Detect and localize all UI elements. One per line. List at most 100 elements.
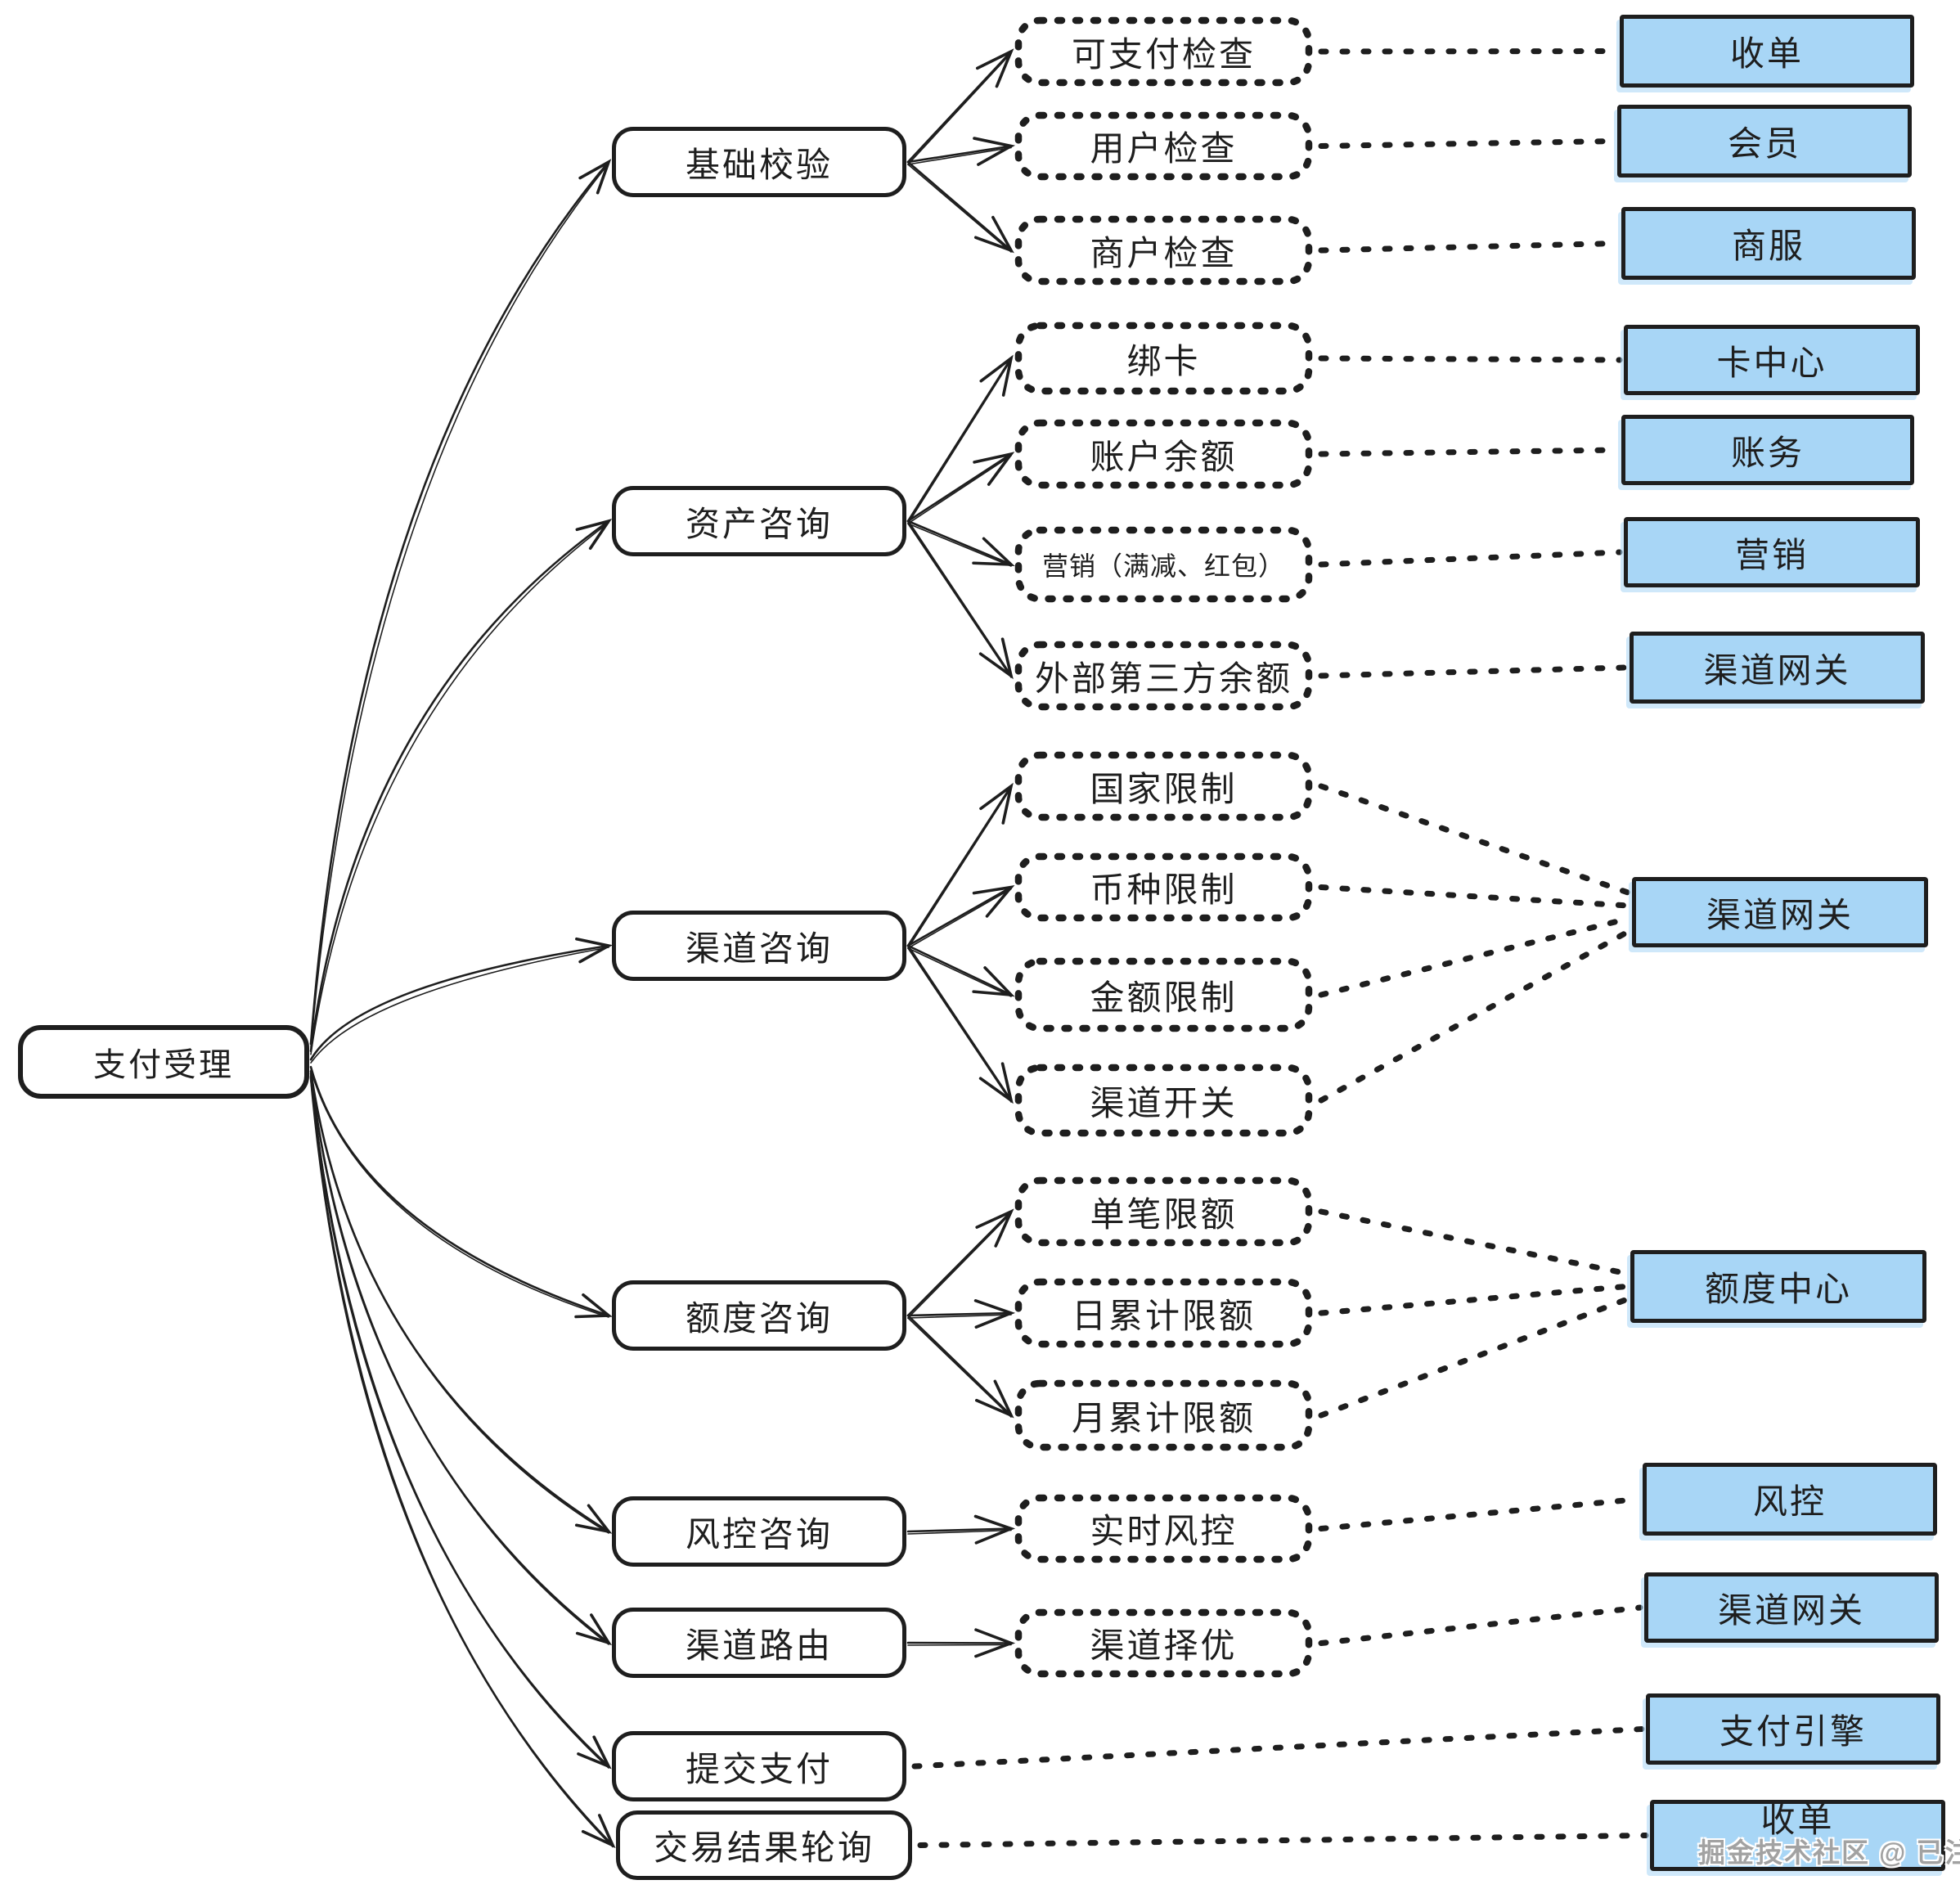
edge-daily-limit-to-quota-center [1318, 1284, 1630, 1316]
node-channel-routing: 渠道路由 [612, 1608, 906, 1678]
edge-channel-inquiry-to-country-limit [906, 785, 1013, 949]
node-label: 渠道择优 [1090, 1626, 1238, 1665]
node-basic-validation: 基础校验 [612, 127, 906, 197]
node-label: 金额限制 [1090, 978, 1238, 1017]
node-external-balance: 外部第三方余额 [1014, 641, 1313, 711]
node-card-center: 卡中心 [1624, 325, 1920, 395]
node-label: 基础校验 [685, 145, 833, 184]
edge-currency-limit-to-channel-gateway-2 [1318, 884, 1631, 909]
edge-channel-inquiry-to-currency-limit [906, 886, 1013, 949]
edge-payment-acceptance-to-asset-inquiry [309, 519, 610, 1055]
node-label: 支付引擎 [1719, 1712, 1867, 1751]
node-acquiring-1: 收单 [1620, 15, 1914, 88]
check-box-border-single-limit [1014, 1176, 1313, 1247]
node-accounting: 账务 [1621, 415, 1914, 485]
edge-channel-inquiry-to-channel-switch [906, 944, 1013, 1103]
node-label: 收单 [1729, 34, 1804, 73]
check-box-border-payable-check [1014, 16, 1313, 87]
node-label: 用户检查 [1090, 129, 1238, 168]
node-label: 渠道网关 [1717, 1590, 1865, 1630]
check-box-border-country-limit [1014, 751, 1313, 821]
edge-asset-inquiry-to-account-balance [906, 452, 1013, 524]
node-merchant-check: 商户检查 [1014, 215, 1313, 286]
node-user-check: 用户检查 [1014, 111, 1313, 181]
edge-channel-inquiry-to-amount-limit [906, 944, 1013, 997]
edge-payment-acceptance-to-submit-payment [309, 1074, 610, 1769]
node-daily-limit: 日累计限额 [1014, 1278, 1313, 1348]
node-label: 实时风控 [1090, 1512, 1238, 1550]
node-submit-payment: 提交支付 [612, 1731, 906, 1801]
node-label: 营销 [1734, 535, 1809, 574]
check-box-border-external-balance [1014, 641, 1313, 711]
edge-quota-inquiry-to-monthly-limit [906, 1314, 1013, 1418]
node-channel-select: 渠道择优 [1014, 1608, 1313, 1678]
node-acquiring-2: 收单 [1650, 1800, 1945, 1871]
edge-basic-validation-to-payable-check [906, 50, 1013, 165]
node-marketing-check: 营销（满减、红包） [1014, 526, 1313, 603]
node-label: 卡中心 [1716, 343, 1827, 382]
node-label: 国家限制 [1090, 769, 1238, 808]
edge-payment-acceptance-to-channel-inquiry [309, 944, 610, 1064]
check-box-border-marketing-check [1014, 526, 1313, 603]
edge-submit-payment-to-payment-engine [911, 1726, 1645, 1770]
check-box-border-channel-select [1014, 1608, 1313, 1678]
node-result-polling: 交易结果轮询 [616, 1810, 912, 1880]
node-marketing-service: 营销 [1624, 517, 1920, 587]
node-label: 交易结果轮询 [653, 1828, 874, 1867]
node-label: 外部第三方余额 [1034, 659, 1292, 698]
node-currency-limit: 币种限制 [1014, 852, 1313, 922]
edge-asset-inquiry-to-bind-card [906, 357, 1013, 524]
node-label: 商服 [1731, 227, 1805, 265]
edge-external-balance-to-channel-gateway-1 [1318, 664, 1629, 679]
edge-merchant-check-to-merchant-service [1318, 241, 1621, 254]
node-label: 商户检查 [1090, 233, 1238, 272]
watermark: 掘金技术社区 @ 已注销 [1698, 1837, 1960, 1868]
edge-channel-switch-to-channel-gateway-2 [1318, 929, 1631, 1104]
node-label: 风控咨询 [685, 1514, 833, 1554]
edge-channel-routing-to-channel-select [906, 1641, 1013, 1646]
node-label: 月累计限额 [1071, 1398, 1256, 1437]
node-label: 渠道网关 [1706, 895, 1854, 934]
node-asset-inquiry: 资产咨询 [612, 486, 906, 556]
check-box-border-realtime-risk [1014, 1494, 1313, 1563]
node-label: 收单 [1760, 1801, 1835, 1839]
check-box-border-account-balance [1014, 419, 1313, 489]
check-box-border-channel-switch [1014, 1064, 1313, 1137]
node-monthly-limit: 月累计限额 [1014, 1379, 1313, 1451]
node-label: 风控 [1752, 1482, 1827, 1521]
node-label: 单笔限额 [1090, 1194, 1238, 1234]
node-label: 账务 [1730, 433, 1805, 472]
edge-asset-inquiry-to-external-balance [906, 519, 1013, 678]
edge-payment-acceptance-to-basic-validation [309, 160, 610, 1048]
node-single-limit: 单笔限额 [1014, 1176, 1313, 1247]
node-label: 币种限制 [1090, 870, 1238, 909]
edge-result-polling-to-acquiring-2 [917, 1833, 1649, 1848]
node-risk-inquiry: 风控咨询 [612, 1496, 906, 1567]
node-account-balance: 账户余额 [1014, 419, 1313, 489]
edge-quota-inquiry-to-daily-limit [906, 1311, 1013, 1319]
node-label: 额度中心 [1704, 1270, 1852, 1308]
node-risk-control: 风控 [1643, 1463, 1937, 1536]
edge-payment-acceptance-to-risk-inquiry [309, 1070, 610, 1534]
node-label: 可支付检查 [1071, 34, 1256, 74]
edge-basic-validation-to-merchant-check [906, 160, 1013, 253]
node-label: 资产咨询 [685, 504, 833, 543]
node-payment-acceptance: 支付受理 [18, 1025, 309, 1099]
node-quota-center: 额度中心 [1630, 1250, 1926, 1323]
edge-quota-inquiry-to-single-limit [906, 1210, 1013, 1319]
node-payment-engine: 支付引擎 [1646, 1693, 1940, 1765]
node-label: 支付受理 [93, 1047, 234, 1083]
node-label: 额度咨询 [685, 1298, 833, 1338]
node-label: 账户余额 [1090, 437, 1238, 476]
edge-payment-acceptance-to-channel-routing [309, 1072, 610, 1645]
edge-user-check-to-member [1318, 138, 1616, 149]
node-label: 会员 [1727, 124, 1801, 163]
node-merchant-service: 商服 [1621, 207, 1916, 280]
check-box-border-user-check [1014, 111, 1313, 181]
node-realtime-risk: 实时风控 [1014, 1494, 1313, 1563]
node-bind-card: 绑卡 [1014, 322, 1313, 395]
check-box-border-amount-limit [1014, 957, 1313, 1032]
node-channel-gateway-3: 渠道网关 [1644, 1572, 1939, 1643]
